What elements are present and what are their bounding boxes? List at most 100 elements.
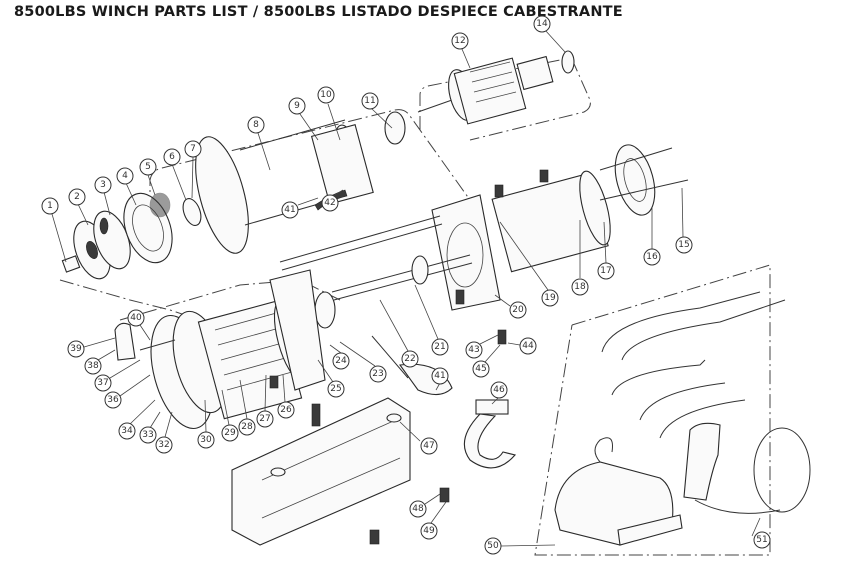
svg-text:41: 41: [434, 371, 445, 381]
svg-text:12: 12: [454, 36, 465, 46]
callout-44: 44: [507, 337, 537, 355]
svg-text:14: 14: [536, 19, 548, 29]
callout-50: 50: [484, 537, 556, 555]
callout-3: 3: [94, 176, 112, 216]
solenoid-control-box: [554, 437, 683, 546]
svg-text:6: 6: [169, 152, 175, 162]
callout-29: 29: [221, 389, 239, 442]
svg-text:9: 9: [294, 101, 300, 111]
svg-text:45: 45: [475, 364, 486, 374]
callout-11: 11: [361, 92, 393, 129]
svg-text:37: 37: [97, 378, 108, 388]
callout-19: 19: [499, 221, 559, 307]
callout-25: 25: [317, 359, 345, 398]
callout-8: 8: [247, 116, 271, 171]
svg-text:34: 34: [121, 426, 133, 436]
callout-30: 30: [197, 399, 215, 449]
motor-housing: [491, 169, 611, 273]
svg-text:51: 51: [756, 535, 767, 545]
svg-text:3: 3: [100, 180, 106, 190]
callout-15: 15: [675, 187, 693, 254]
callout-27: 27: [256, 374, 274, 428]
svg-text:10: 10: [320, 90, 332, 100]
svg-text:1: 1: [47, 201, 53, 211]
svg-text:43: 43: [468, 345, 479, 355]
svg-text:15: 15: [678, 240, 689, 250]
svg-text:11: 11: [364, 96, 375, 106]
callout-26: 26: [277, 374, 295, 419]
callout-42: 42: [321, 189, 344, 212]
svg-text:24: 24: [335, 356, 347, 366]
group-outline-motor: [119, 279, 341, 321]
svg-text:25: 25: [330, 384, 341, 394]
callout-21: 21: [414, 284, 449, 356]
callout-14: 14: [533, 15, 566, 53]
callout-2: 2: [68, 188, 89, 226]
callout-18: 18: [571, 220, 589, 296]
svg-text:47: 47: [423, 441, 434, 451]
callout-37: 37: [94, 359, 141, 392]
svg-text:32: 32: [158, 440, 169, 450]
svg-text:33: 33: [142, 430, 153, 440]
battery-cables: [601, 291, 786, 439]
svg-text:2: 2: [74, 192, 80, 202]
svg-text:27: 27: [259, 414, 270, 424]
svg-text:16: 16: [646, 252, 658, 262]
bolts-nuts: [269, 289, 507, 545]
callout-16: 16: [643, 208, 661, 266]
svg-text:8: 8: [253, 120, 259, 130]
group-outline-gears: [59, 279, 250, 331]
callout-33: 33: [139, 411, 161, 444]
svg-text:19: 19: [544, 293, 556, 303]
callout-39: 39: [67, 337, 116, 358]
callout-4: 4: [116, 167, 137, 206]
callout-5: 5: [139, 158, 157, 196]
diagram-title: 8500LBS WINCH PARTS LIST / 8500LBS LISTA…: [14, 4, 623, 20]
svg-text:5: 5: [145, 162, 151, 172]
callout-38: 38: [84, 349, 116, 375]
group-outline-drum: [149, 109, 471, 210]
svg-text:39: 39: [70, 344, 82, 354]
svg-text:50: 50: [487, 541, 499, 551]
svg-text:20: 20: [512, 305, 524, 315]
callout-41-thimble: 41: [431, 367, 449, 391]
svg-text:4: 4: [122, 171, 128, 181]
callout-49: 49: [420, 501, 447, 540]
clevis-hook: [463, 399, 517, 469]
svg-text:40: 40: [130, 313, 142, 323]
svg-text:7: 7: [190, 144, 196, 154]
cable-drum: [195, 111, 406, 254]
callout-12: 12: [451, 32, 471, 69]
tie-rods: [279, 215, 473, 329]
callout-labels: 1 2 3 4 5 6 7 8 9 10 11 12 14 15 16 17 1…: [41, 15, 771, 555]
svg-text:18: 18: [574, 282, 586, 292]
callout-22: 22: [379, 299, 419, 368]
motor-armature: [417, 50, 575, 125]
callout-32: 32: [155, 411, 173, 454]
callout-23: 23: [339, 341, 387, 383]
svg-text:38: 38: [87, 361, 99, 371]
svg-text:42: 42: [324, 198, 335, 208]
callout-10: 10: [317, 86, 341, 141]
svg-text:46: 46: [493, 385, 505, 395]
svg-text:49: 49: [423, 526, 435, 536]
svg-text:28: 28: [241, 422, 253, 432]
callout-34: 34: [118, 399, 156, 440]
callout-1: 1: [41, 197, 67, 263]
planetary-gear-set: [61, 185, 225, 280]
callout-47: 47: [399, 421, 438, 455]
svg-text:44: 44: [522, 341, 534, 351]
callout-43: 43: [465, 334, 499, 359]
svg-text:21: 21: [434, 342, 445, 352]
callout-6: 6: [163, 148, 187, 201]
gear-housing: [431, 194, 501, 311]
callout-40: 40: [127, 309, 151, 341]
svg-text:26: 26: [280, 405, 292, 415]
callout-36: 36: [104, 374, 151, 409]
callout-7: 7: [184, 140, 202, 199]
callout-28: 28: [238, 379, 256, 436]
svg-text:41: 41: [284, 205, 295, 215]
brake-motor-assembly: [114, 269, 326, 430]
callout-9: 9: [288, 97, 319, 141]
